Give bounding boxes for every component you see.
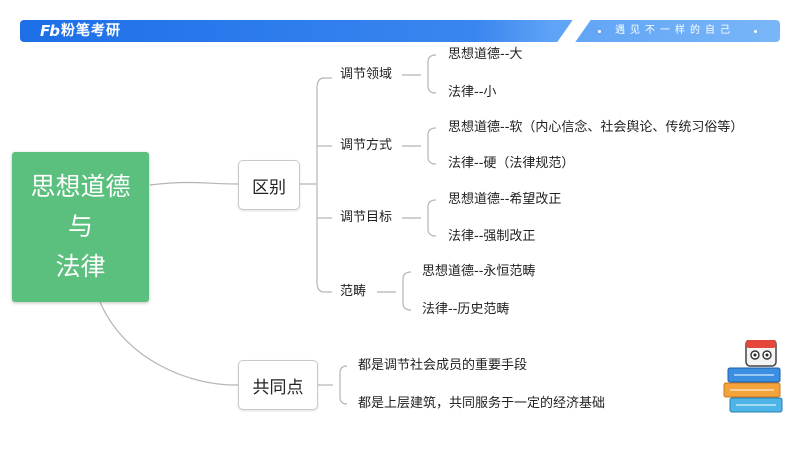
leaf-scope-morality: 思想道德--大 — [448, 47, 523, 62]
difference-label: 区别 — [252, 177, 286, 198]
leaf-common-2: 都是上层建筑，共同服务于一定的经济基础 — [358, 396, 606, 411]
connector-group1-branches — [427, 54, 437, 94]
group-label-goal: 调节目标 — [340, 210, 393, 225]
leaf-scope-law: 法律--小 — [448, 85, 497, 100]
connector-group3-branches — [427, 199, 437, 237]
connector-difference-trunk — [316, 77, 325, 293]
leaf-common-1: 都是调节社会成员的重要手段 — [358, 358, 528, 373]
logo-text: 粉笔考研 — [60, 23, 121, 39]
leaf-method-morality: 思想道德--软（内心信念、社会舆论、传统习俗等） — [448, 120, 744, 135]
connector-common-branches — [339, 365, 348, 405]
leaf-category-morality: 思想道德--永恒范畴 — [422, 264, 536, 279]
top-banner — [20, 20, 780, 42]
group-label-scope: 调节领域 — [340, 67, 393, 82]
common-label: 共同点 — [252, 377, 304, 398]
banner-slogan: 遇见不一样的自己 — [615, 25, 735, 36]
root-line-1: 思想道德 — [30, 172, 131, 201]
connector-group2-branches — [427, 127, 437, 165]
connector-group4-branches — [402, 271, 412, 311]
mascot-books-icon — [723, 340, 783, 413]
connector-root-common — [99, 301, 239, 386]
leaf-goal-law: 法律--强制改正 — [448, 229, 536, 244]
connector-root-difference — [149, 181, 239, 186]
root-line-2: 与 — [67, 212, 93, 241]
slogan-dot-right — [754, 30, 757, 33]
root-line-3: 法律 — [55, 252, 106, 281]
group-label-method: 调节方式 — [340, 138, 393, 153]
logo-mark: Fb — [40, 22, 60, 40]
leaf-goal-morality: 思想道德--希望改正 — [448, 192, 562, 207]
leaf-category-law: 法律--历史范畴 — [422, 302, 510, 317]
common-node: 共同点 — [238, 360, 318, 410]
leaf-method-law: 法律--硬（法律规范） — [448, 156, 575, 171]
slogan-dot-left — [598, 30, 601, 33]
brand-logo: Fb 粉笔考研 — [40, 22, 121, 40]
root-node: 思想道德 与 法律 — [12, 152, 149, 302]
difference-node: 区别 — [238, 160, 300, 210]
group-label-category: 范畴 — [340, 284, 367, 299]
